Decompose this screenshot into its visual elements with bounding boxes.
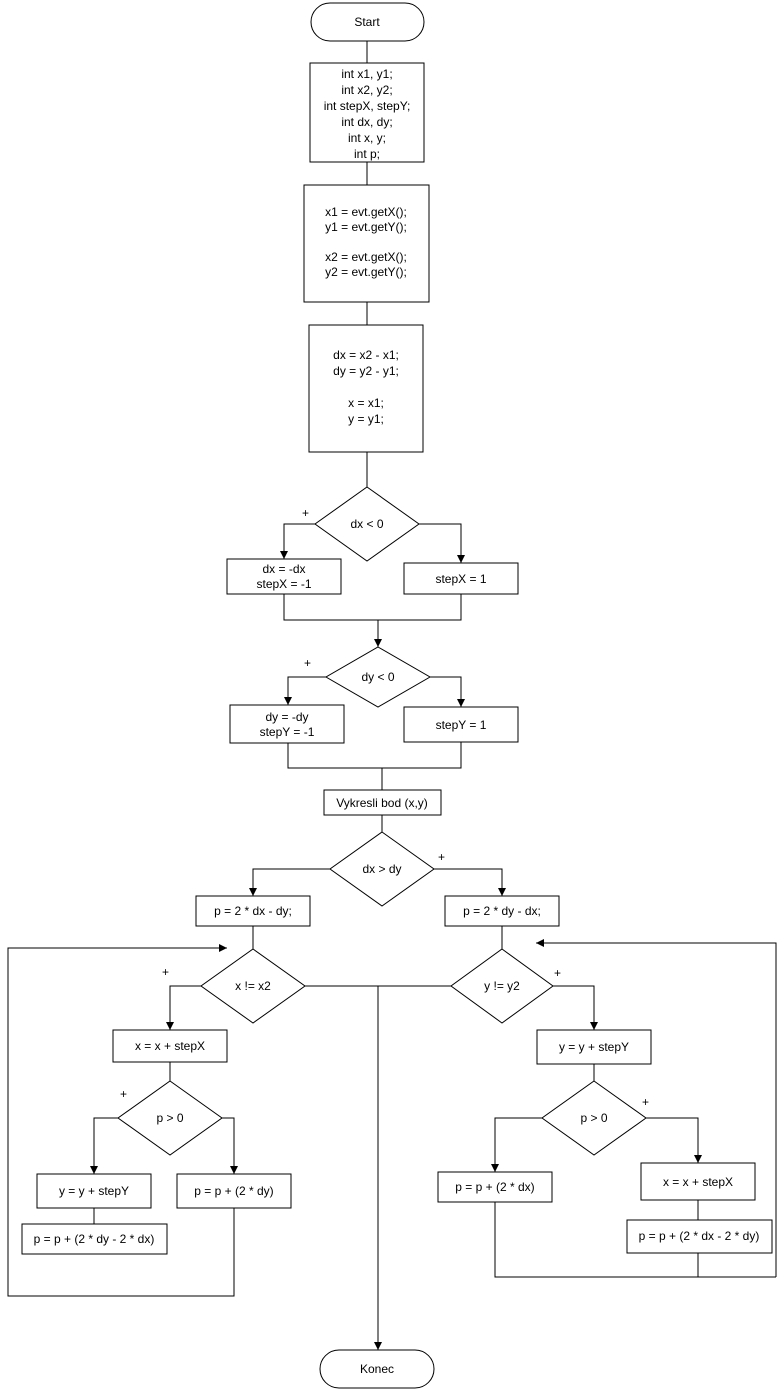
read-points-box: x1 = evt.getX();y1 = evt.getY(); x2 = evt… [303,184,430,303]
text-line: int x2, y2; [341,83,392,97]
cond-dx-gt-dy: dx > dy [329,831,435,907]
y-step-box: y = y + stepY [536,1029,652,1065]
edge-cond-y-yes [553,985,598,1030]
draw-point-label: Vykresli bod (x,y) [336,796,428,810]
text-line: y1 = evt.getY(); [325,220,407,234]
init-deltas-text: dx = x2 - x1; dy = y2 - y1; x = x1; y = y1; [333,348,399,426]
cond-x-ne-x2: x != x2 [200,948,306,1024]
stepy-positive-box: stepY = 1 [403,706,519,743]
stepy-positive-label: stepY = 1 [436,718,487,732]
edge-right-merge [494,1202,776,1278]
left-p-dy-box: p = p + (2 * dy) [176,1173,292,1209]
plus-sign-p-positive-left: + [120,1087,127,1101]
left-p-combo-box: p = p + (2 * dy - 2 * dx) [21,1223,168,1255]
cond-dx-negative-label: dx < 0 [350,517,383,531]
plus-sign-dx-gt-dy: + [438,850,445,864]
stepx-positive-label: stepX = 1 [435,572,486,586]
cond-p-positive-right-label: p > 0 [580,1111,607,1125]
edge-dxneg-yes [280,523,315,559]
plus-sign-dy-negative: + [304,656,311,670]
text-line: x1 = evt.getX(); [325,205,407,219]
plus-sign-dx-negative: + [302,506,309,520]
start-label: Start [354,15,380,29]
plus-sign-x-ne-x2: + [162,965,169,979]
right-p-dx-label: p = p + (2 * dx) [455,1180,534,1194]
plus-sign-p-positive-right: + [642,1095,649,1109]
text-line: dx = x2 - x1; [333,348,399,362]
p-init-right-label: p = 2 * dy - dx; [463,904,541,918]
cond-x-ne-x2-label: x != x2 [235,979,271,993]
edge-left-loop-back [7,944,235,1297]
right-x-step-box: x = x + stepX [640,1162,756,1201]
plus-sign-y-ne-y2: + [554,966,561,980]
declarations-box: int x1, y1; int x2, y2; int stepX, stepY; i… [309,62,425,163]
x-step-box: x = x + stepX [112,1029,228,1063]
p-init-left-label: p = 2 * dx - dy; [214,904,292,918]
text-line: x2 = evt.getX(); [325,250,407,264]
cond-p-positive-left: p > 0 [117,1080,223,1156]
x-step-label: x = x + stepX [135,1039,205,1053]
edge-pleft-no [222,1117,238,1174]
edge-pright-yes [646,1117,702,1163]
edge-right-loop-back [536,939,777,1277]
cond-dx-negative: dx < 0 [314,486,420,562]
cond-p-positive-right: p > 0 [541,1080,647,1156]
p-init-right-box: p = 2 * dy - dx; [444,895,560,927]
text-line: int stepX, stepY; [324,99,411,113]
edge-pright-no [491,1117,542,1172]
end-terminal: Konec [319,1349,435,1389]
text-line: stepX = -1 [256,577,311,591]
left-y-step-box: y = y + stepY [36,1173,152,1209]
edge-dxdy-no [249,868,330,896]
cond-dx-gt-dy-label: dx > dy [362,862,401,876]
branch-signs: + + + + + + + [120,506,649,1109]
edge-dyneg-yes [284,676,326,705]
text-line: y = y1; [348,412,384,426]
left-y-step-label: y = y + stepY [59,1184,129,1198]
right-p-combo-label: p = p + (2 * dx - 2 * dy) [639,1229,760,1243]
y-step-label: y = y + stepY [559,1040,629,1054]
edge-dxneg-no [419,523,465,563]
read-points-text: x1 = evt.getX();y1 = evt.getY(); x2 = evt… [325,205,407,279]
text-line: int p; [354,147,380,161]
text-line: dy = y2 - y1; [333,364,399,378]
text-line: x = x1; [348,396,384,410]
stepx-positive-box: stepX = 1 [403,562,519,595]
cond-y-ne-y2: y != y2 [450,948,554,1024]
right-p-dx-box: p = p + (2 * dx) [437,1171,553,1203]
p-init-left-box: p = 2 * dx - dy; [195,895,311,927]
text-line: dx = -dx [262,562,305,576]
edges [7,41,777,1350]
text-line: dy = -dy [265,710,308,724]
cond-p-positive-left-label: p > 0 [156,1111,183,1125]
right-x-step-label: x = x + stepX [663,1175,733,1189]
text-line: stepY = -1 [260,725,315,739]
edge-dyneg-no [430,676,465,707]
start-terminal: Start [310,2,425,42]
cond-y-ne-y2-label: y != y2 [484,979,520,993]
text-line: int x1, y1; [341,67,392,81]
cond-dy-negative-label: dy < 0 [361,670,394,684]
left-p-combo-label: p = p + (2 * dy - 2 * dx) [34,1232,155,1246]
declarations-text: int x1, y1; int x2, y2; int stepX, stepY; i… [324,67,411,161]
right-p-combo-box: p = p + (2 * dx - 2 * dy) [626,1219,773,1254]
init-deltas-box: dx = x2 - x1; dy = y2 - y1; x = x1; y = y1; [308,324,424,453]
cond-dy-negative: dy < 0 [324,646,432,708]
edge-dxneg-merge [283,594,462,621]
text-line: int x, y; [348,131,386,145]
edge-pleft-yes [90,1117,118,1174]
edge-dyneg-merge [287,742,462,769]
text-line: y2 = evt.getY(); [325,265,407,279]
end-label: Konec [360,1362,394,1376]
draw-point-box: Vykresli bod (x,y) [323,789,442,816]
edge-dxdy-yes [434,868,506,896]
edge-cond-x-yes [166,985,201,1030]
text-line: int dx, dy; [341,115,392,129]
left-p-dy-label: p = p + (2 * dy) [194,1184,273,1198]
